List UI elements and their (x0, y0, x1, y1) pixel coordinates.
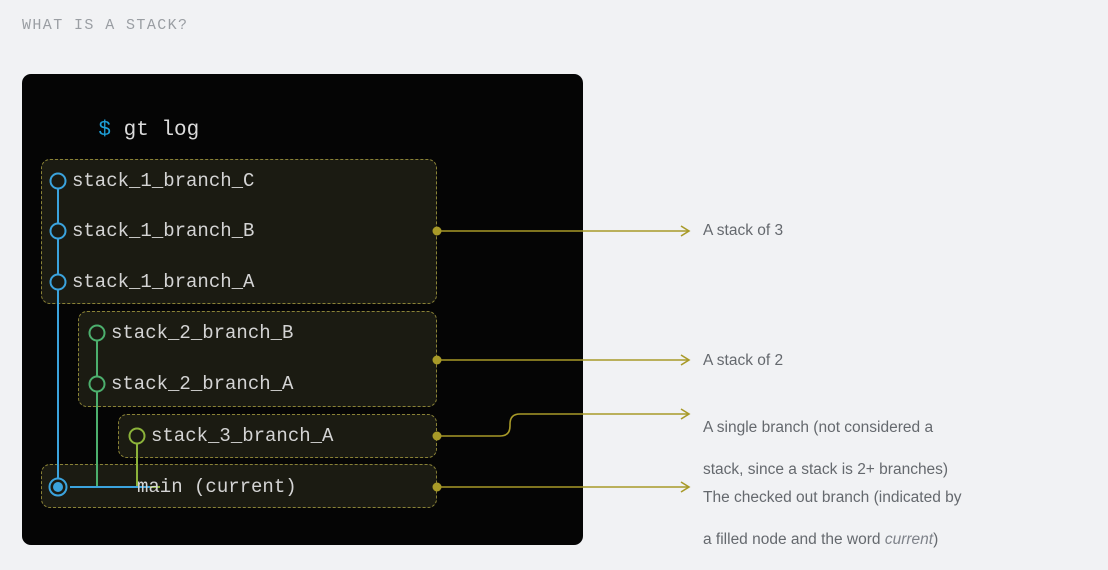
stack-group-box-3 (118, 414, 437, 458)
branch-label-stack-3-branch-A[interactable]: stack_3_branch_A (151, 425, 334, 447)
annotation-stack-3-line-2: stack, since a stack is 2+ branches) (703, 461, 949, 478)
branch-label-stack-1-branch-C[interactable]: stack_1_branch_C (72, 170, 255, 192)
annotation-stack-3-line-1: A single branch (not considered a (703, 419, 934, 436)
annotation-stack-2: A stack of 2 (703, 352, 784, 369)
prompt-sigil: $ (98, 119, 112, 142)
connector-arrowhead-main (680, 481, 691, 493)
prompt-spacer (111, 119, 124, 142)
terminal-command: gt log (123, 119, 200, 142)
annotation-main-line-2-suffix: ) (933, 531, 939, 548)
branch-label-stack-1-branch-B[interactable]: stack_1_branch_B (72, 220, 255, 242)
branch-label-stack-2-branch-A[interactable]: stack_2_branch_A (111, 373, 294, 395)
connector-arrowhead-stack-2 (680, 354, 691, 366)
page-title: WHAT IS A STACK? (22, 17, 189, 34)
branch-label-main[interactable]: main (current) (137, 476, 297, 498)
annotation-main-line-2-prefix: a filled node and the word (703, 531, 885, 548)
connector-arrowhead-stack-3 (680, 408, 691, 420)
annotation-main-emphasis-current: current (884, 531, 934, 548)
stack-group-box-1 (41, 159, 437, 304)
annotation-stack-1: A stack of 3 (703, 222, 784, 239)
branch-label-stack-2-branch-B[interactable]: stack_2_branch_B (111, 322, 294, 344)
annotation-main: The checked out branch (indicated by a f… (703, 466, 1093, 550)
annotation-stack-3: A single branch (not considered a stack,… (703, 396, 1093, 480)
annotation-main-line-1: The checked out branch (indicated by (703, 489, 962, 506)
connector-arrowhead-stack-1 (680, 225, 691, 237)
terminal-prompt-line: $ gt log (48, 96, 199, 165)
branch-label-stack-1-branch-A[interactable]: stack_1_branch_A (72, 271, 255, 293)
